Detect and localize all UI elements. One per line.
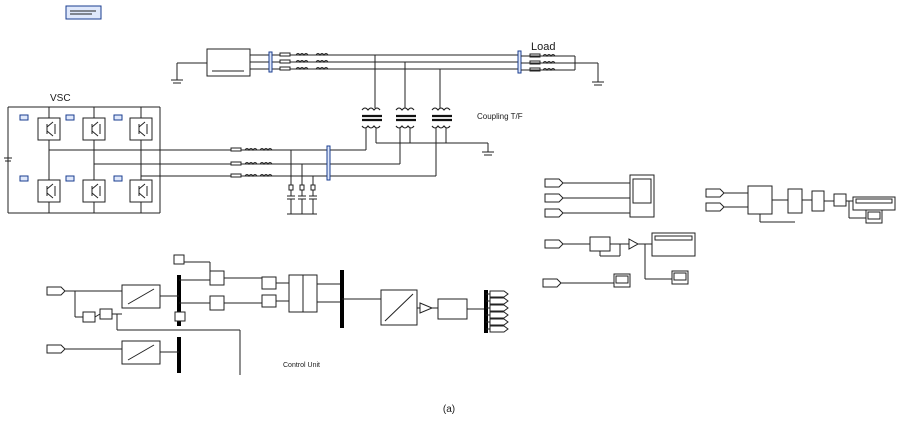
rms-measurement-chain[interactable] — [705, 185, 896, 224]
measurement-scopes[interactable] — [542, 174, 696, 288]
powergui-block[interactable] — [65, 5, 102, 20]
ac-source-block[interactable] — [206, 48, 251, 77]
coupling-label: Coupling T/F — [477, 112, 523, 121]
line-impedance — [250, 51, 520, 73]
control-unit[interactable] — [46, 254, 509, 375]
load-label: Load — [531, 41, 555, 53]
vsc-label: VSC — [50, 93, 71, 104]
coupling-transformer[interactable] — [361, 107, 494, 176]
filter-capacitors — [287, 150, 317, 215]
figure-caption: (a) — [443, 404, 455, 415]
source-ground-icon — [171, 62, 207, 84]
coupling-taps — [374, 55, 441, 108]
load-block[interactable] — [517, 50, 604, 86]
vsc-output-lines — [49, 145, 436, 181]
control-unit-label: Control Unit — [283, 362, 320, 369]
vsc-bridge[interactable] — [4, 106, 161, 214]
